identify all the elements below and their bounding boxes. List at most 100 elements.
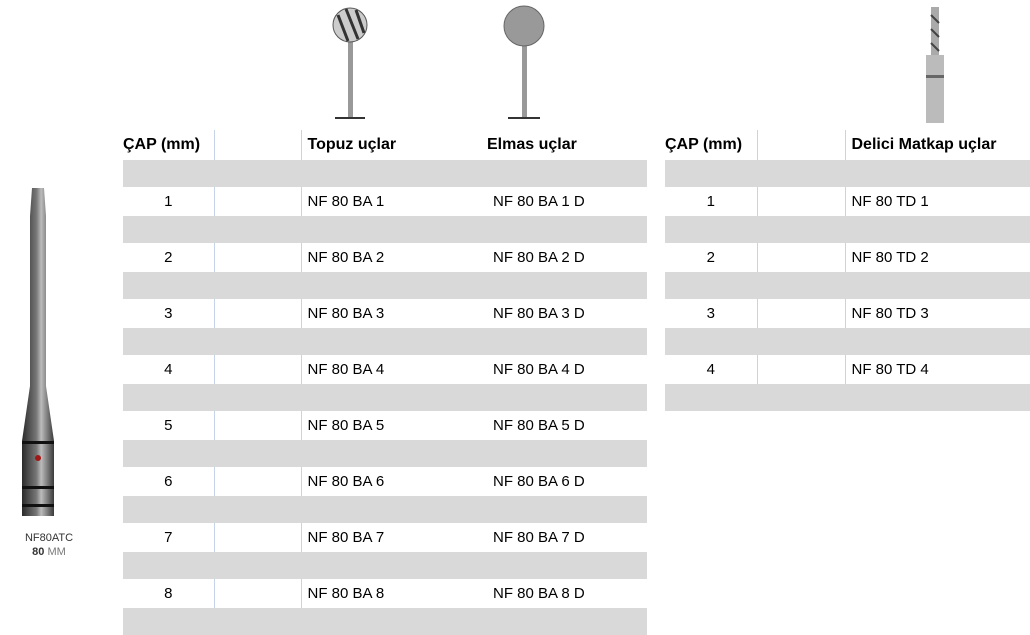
header-cap: ÇAP (mm) xyxy=(123,136,201,153)
spacer-cell xyxy=(757,328,845,355)
header-elmas: Elmas uçlar xyxy=(487,136,577,153)
cap-cell: 2 xyxy=(164,249,173,266)
table-row: 3 NF 80 BA 3 NF 80 BA 3 D xyxy=(123,299,647,328)
spacer-cell xyxy=(757,216,845,243)
spacer-cell xyxy=(487,272,647,299)
spacer-row xyxy=(123,496,647,523)
spacer-row xyxy=(665,272,1030,299)
spacer-cell xyxy=(487,384,647,411)
spacer-cell xyxy=(301,216,487,243)
topuz-cell: NF 80 BA 4 xyxy=(300,355,487,384)
product-length: 80 MM xyxy=(4,546,94,558)
blank-cell xyxy=(213,467,301,496)
spacer-cell xyxy=(665,384,757,411)
table-row: 8 NF 80 BA 8 NF 80 BA 8 D xyxy=(123,579,647,608)
spacer-cell xyxy=(845,272,1030,299)
spacer-cell xyxy=(214,496,301,523)
blank-cell xyxy=(756,355,845,384)
elmas-cell: NF 80 BA 7 D xyxy=(493,529,585,546)
spacer-row xyxy=(665,216,1030,243)
delici-cell: NF 80 TD 3 xyxy=(844,299,1030,328)
cap-cell: 8 xyxy=(164,585,173,602)
blank-cell xyxy=(213,523,301,552)
spacer-row xyxy=(123,608,647,635)
cap-cell: 2 xyxy=(706,249,715,266)
spacer-cell xyxy=(123,328,214,355)
blank-cell xyxy=(213,187,301,216)
blank-cell xyxy=(213,579,301,608)
spacer-cell xyxy=(301,328,487,355)
table-row: 7 NF 80 BA 7 NF 80 BA 7 D xyxy=(123,523,647,552)
blank-cell xyxy=(213,355,301,384)
header-blank xyxy=(213,130,301,160)
spacer-cell xyxy=(123,272,214,299)
elmas-cell: NF 80 BA 3 D xyxy=(493,305,585,322)
length-value: 80 xyxy=(32,546,45,558)
spacer-cell xyxy=(665,216,757,243)
spacer-cell xyxy=(845,216,1030,243)
spacer-cell xyxy=(487,216,647,243)
spacer-cell xyxy=(214,272,301,299)
spacer-cell xyxy=(487,160,647,187)
spacer-cell xyxy=(487,608,647,635)
spacer-cell xyxy=(214,160,301,187)
delici-cell: NF 80 TD 2 xyxy=(844,243,1030,272)
spacer-row xyxy=(123,160,647,187)
spacer-cell xyxy=(301,608,487,635)
header-topuz: Topuz uçlar xyxy=(300,130,487,160)
handpiece-image xyxy=(22,188,54,516)
spacer-cell xyxy=(757,384,845,411)
spacer-row xyxy=(123,552,647,579)
header-cap: ÇAP (mm) xyxy=(665,136,743,153)
spacer-cell xyxy=(123,496,214,523)
blank-cell xyxy=(756,299,845,328)
cap-cell: 4 xyxy=(706,361,715,378)
spacer-cell xyxy=(757,272,845,299)
spacer-cell xyxy=(301,160,487,187)
topuz-bur-image xyxy=(332,7,368,119)
header-delici: Delici Matkap uçlar xyxy=(844,130,1030,160)
topuz-cell: NF 80 BA 3 xyxy=(300,299,487,328)
spacer-cell xyxy=(301,272,487,299)
elmas-bur-image xyxy=(503,5,545,119)
spacer-row xyxy=(123,216,647,243)
blank-cell xyxy=(213,243,301,272)
spacer-cell xyxy=(123,216,214,243)
blank-cell xyxy=(756,187,845,216)
spacer-row xyxy=(123,328,647,355)
spacer-row xyxy=(123,272,647,299)
product-name: NF80ATC xyxy=(24,532,74,544)
spacer-cell xyxy=(487,328,647,355)
spacer-row xyxy=(665,328,1030,355)
blank-cell xyxy=(213,411,301,440)
cap-cell: 5 xyxy=(164,417,173,434)
blank-cell xyxy=(756,243,845,272)
cap-cell: 3 xyxy=(164,305,173,322)
spacer-cell xyxy=(487,440,647,467)
spacer-row xyxy=(123,384,647,411)
cap-cell: 4 xyxy=(164,361,173,378)
spacer-cell xyxy=(123,160,214,187)
elmas-cell: NF 80 BA 1 D xyxy=(493,193,585,210)
spacer-row xyxy=(123,440,647,467)
spacer-cell xyxy=(665,272,757,299)
spacer-cell xyxy=(665,328,757,355)
spacer-cell xyxy=(487,552,647,579)
spacer-cell xyxy=(214,608,301,635)
cap-cell: 1 xyxy=(164,193,173,210)
spacer-cell xyxy=(301,496,487,523)
delici-drill-image xyxy=(926,7,944,123)
spacer-cell xyxy=(301,440,487,467)
cap-cell: 7 xyxy=(164,529,173,546)
topuz-cell: NF 80 BA 7 xyxy=(300,523,487,552)
spacer-cell xyxy=(301,384,487,411)
topuz-cell: NF 80 BA 8 xyxy=(300,579,487,608)
topuz-cell: NF 80 BA 6 xyxy=(300,467,487,496)
elmas-cell: NF 80 BA 8 D xyxy=(493,585,585,602)
